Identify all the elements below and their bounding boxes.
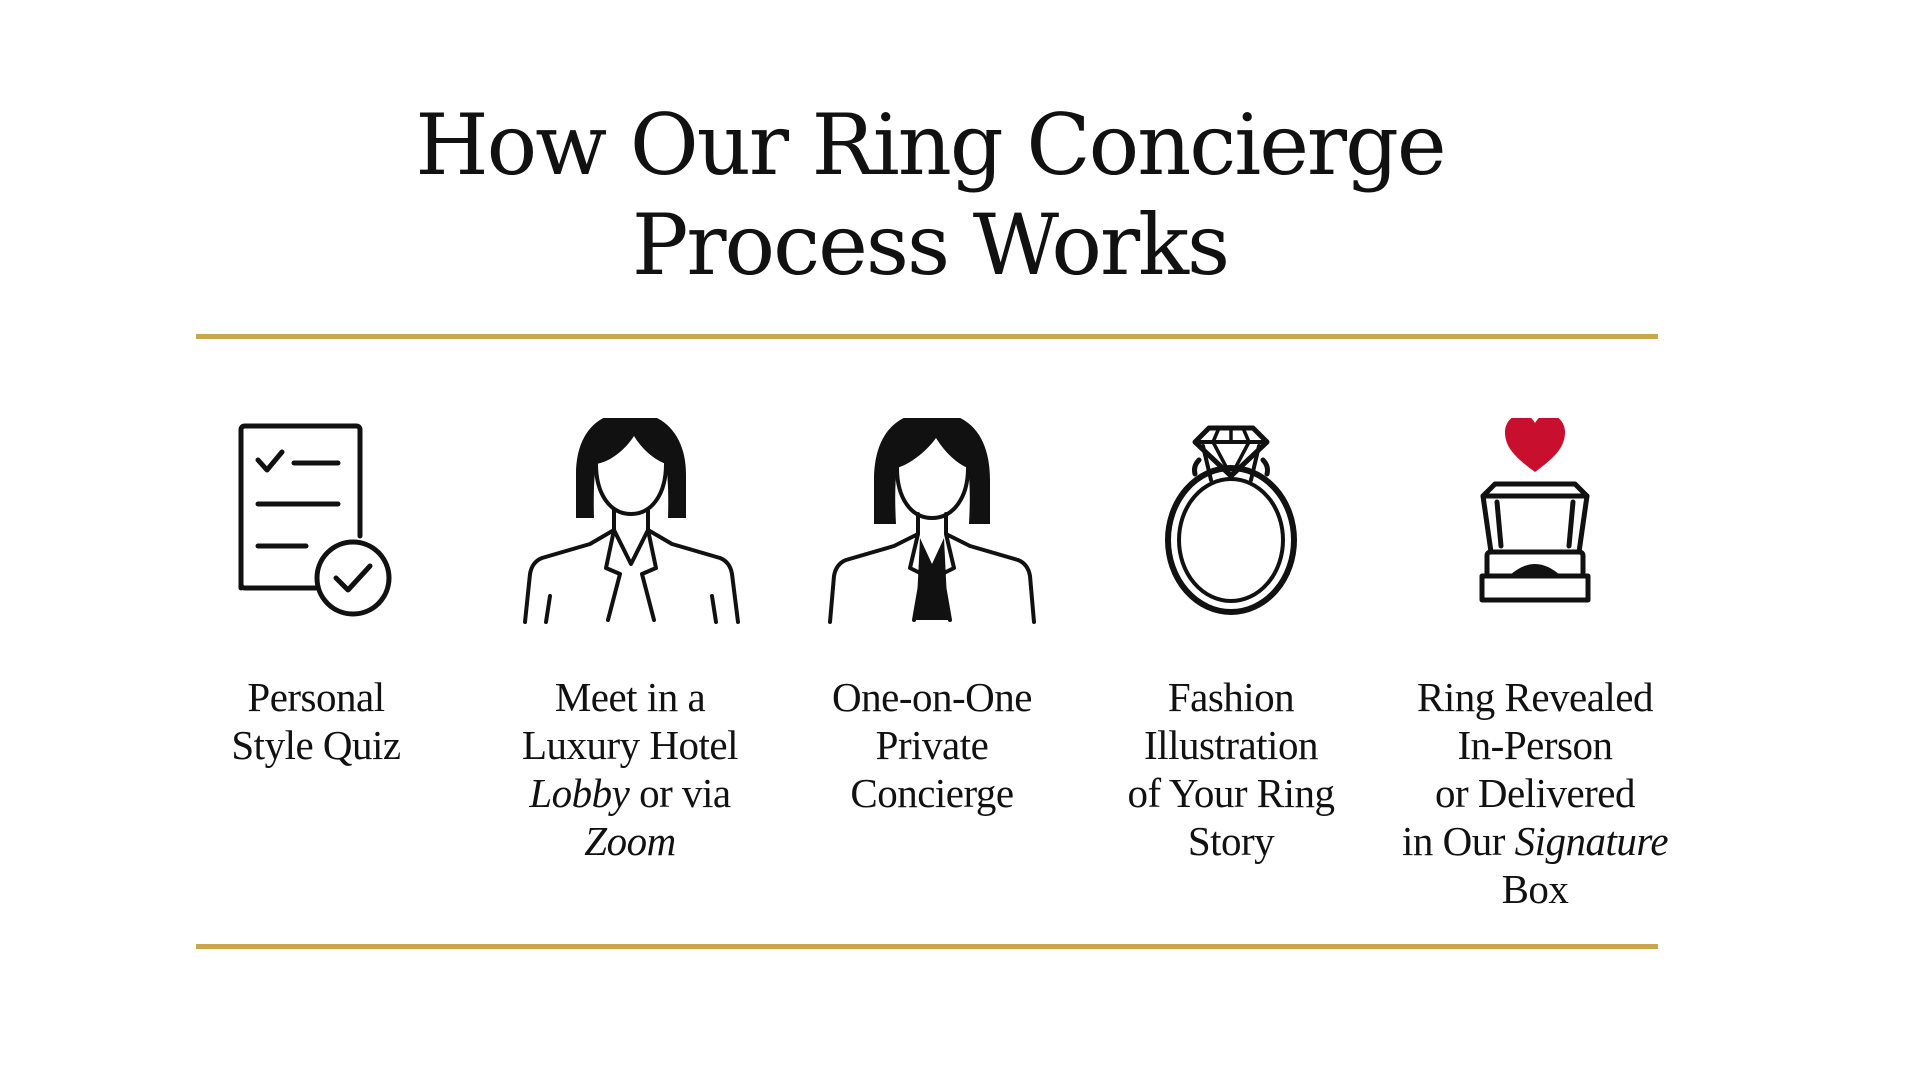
step-label: Ring Revealed In-Person or Delivered in … xyxy=(1401,674,1669,912)
step-private-concierge: One-on-One Private Concierge xyxy=(782,418,1082,817)
title-line-1: How Our Ring Concierge xyxy=(415,96,1446,194)
title-line-2: Process Works xyxy=(631,196,1230,294)
step-fashion-illustration: Fashion Illustration of Your Ring Story xyxy=(1081,418,1381,865)
step-label: Fashion Illustration of Your Ring Story xyxy=(1127,674,1335,864)
step-label: Meet in a Luxury Hotel Lobby or via Zoom xyxy=(521,674,739,864)
step-personal-style-quiz: Personal Style Quiz xyxy=(166,418,466,769)
bottom-gold-divider xyxy=(196,944,1658,949)
concierge-woman-icon xyxy=(782,418,1082,628)
step-meet-in-hotel: Meet in a Luxury Hotel Lobby or via Zoom xyxy=(480,418,780,865)
diamond-ring-icon xyxy=(1081,418,1381,628)
step-ring-revealed: Ring Revealed In-Person or Delivered in … xyxy=(1385,418,1685,913)
top-gold-divider xyxy=(196,334,1658,339)
step-label: Personal Style Quiz xyxy=(231,674,401,768)
ring-box-heart-icon xyxy=(1385,418,1685,628)
checklist-icon xyxy=(166,418,466,628)
heart-icon xyxy=(1505,418,1565,472)
step-label: One-on-One Private Concierge xyxy=(832,674,1032,816)
page-title: How Our Ring Concierge Process Works xyxy=(0,95,1860,295)
consultant-woman-icon xyxy=(480,418,780,628)
